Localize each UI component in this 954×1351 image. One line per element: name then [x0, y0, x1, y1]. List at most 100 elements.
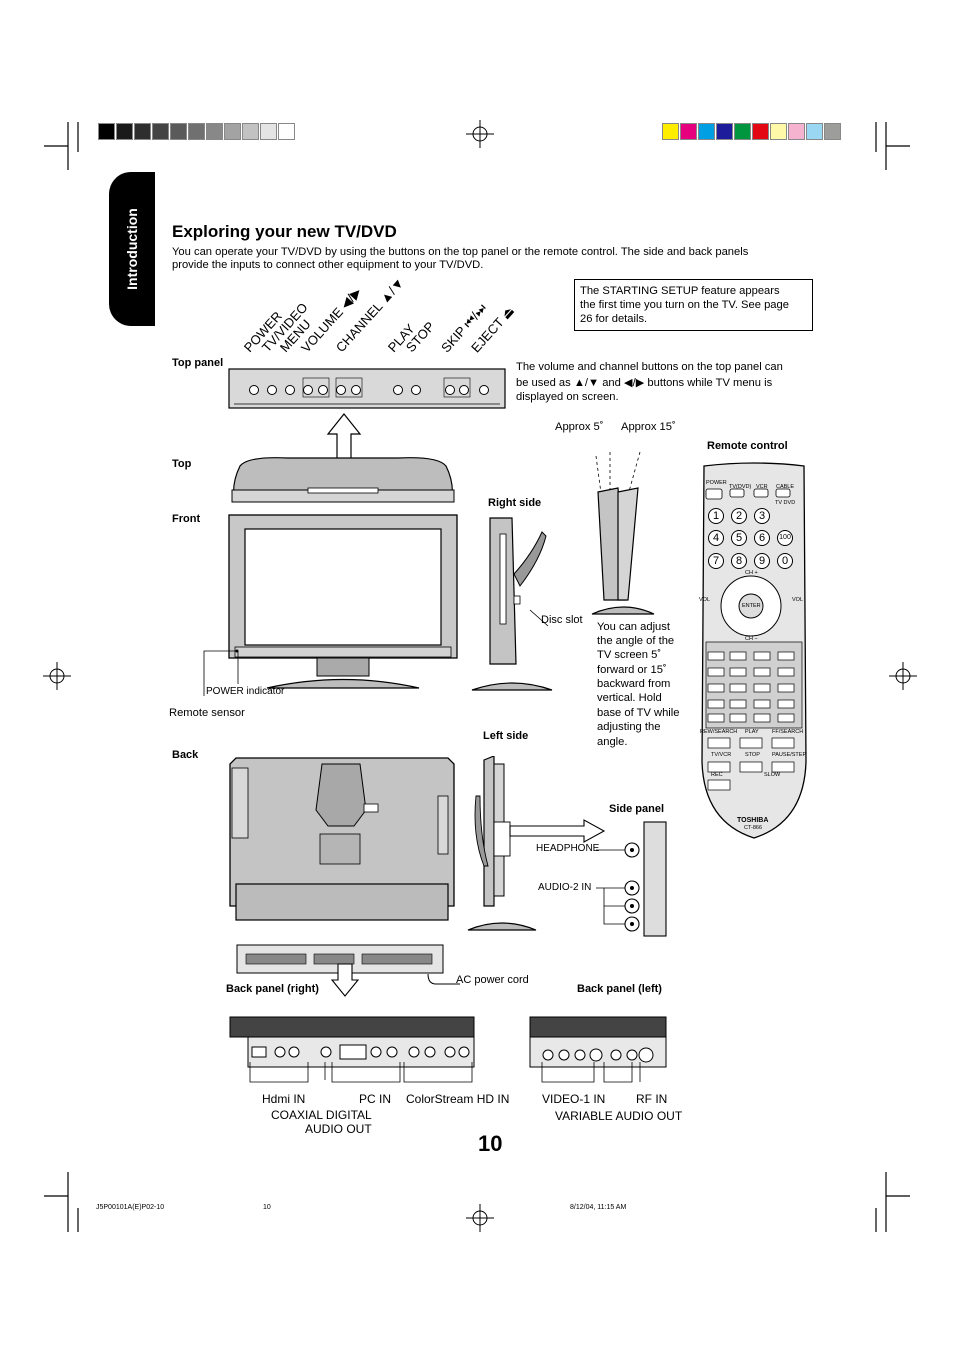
remote-control-label: Remote control	[707, 440, 788, 452]
arrow-to-back-panel	[330, 963, 360, 997]
back-panel-left-label: Back panel (left)	[577, 983, 662, 995]
remote-digit-0[interactable]: 0	[777, 553, 793, 569]
top-panel-note-2: be used as ▲/▼ and ◀/▶ buttons while TV …	[516, 377, 773, 389]
back-view-label: Back	[172, 749, 199, 761]
power-indicator-label: POWER indicator	[206, 686, 285, 697]
process-bar-swatch	[662, 123, 679, 140]
right-side-label: Right side	[488, 497, 542, 509]
intro-line-1: You can operate your TV/DVD by using the…	[172, 246, 749, 258]
remote-digit-2[interactable]: 2	[731, 508, 747, 524]
top-view-label: Top	[172, 458, 192, 470]
ac-power-cord-label: AC power cord	[456, 974, 529, 986]
remote-model: CT-866	[744, 825, 763, 831]
angle-note-4: backward from	[597, 678, 671, 690]
page-heading: Exploring your new TV/DVD	[172, 222, 397, 241]
angle-note-2: TV screen 5˚	[597, 649, 662, 661]
side-panel-drawing	[596, 821, 667, 937]
registration-target-top	[466, 120, 494, 148]
note-line-3: 26 for details.	[580, 313, 648, 325]
note-box	[574, 279, 813, 331]
remote-tvdvd2-label: TV DVD	[775, 500, 796, 506]
pc-in-label: PC IN	[359, 1092, 392, 1106]
gray-bar-swatch	[134, 123, 151, 140]
hdmi-in-label: Hdmi IN	[262, 1092, 306, 1106]
gray-bar-swatch	[242, 123, 259, 140]
remote-stop-label: STOP	[745, 752, 760, 758]
top-panel-label: Top panel	[172, 357, 224, 369]
angle-note-7: adjusting the	[597, 721, 661, 733]
remote-digit-9[interactable]: 9	[754, 553, 770, 569]
angle-note-6: base of TV while	[597, 707, 680, 719]
remote-vol-minus: VOL	[699, 597, 711, 603]
remote-play-label: PLAY	[745, 729, 759, 735]
angle-note-0: You can adjust	[597, 621, 670, 633]
tv-front-view	[228, 514, 458, 689]
gray-bar-swatch	[152, 123, 169, 140]
arrow-to-side-panel	[509, 819, 606, 843]
disc-slot-label: Disc slot	[541, 614, 583, 626]
back-panel-left-drawing	[529, 1016, 667, 1068]
remote-digit-4[interactable]: 4	[708, 530, 724, 546]
tv-back-view	[229, 757, 455, 921]
process-bar-swatch	[716, 123, 733, 140]
process-bar-swatch	[788, 123, 805, 140]
remote-digit-1[interactable]: 1	[708, 508, 724, 524]
page-number: 10	[478, 1131, 503, 1156]
process-bar-swatch	[824, 123, 841, 140]
remote-ch-plus: CH +	[745, 570, 758, 576]
variable-audio-label: VARIABLE AUDIO OUT	[555, 1109, 683, 1123]
remote-enter[interactable]: ENTER	[742, 603, 761, 609]
intro-line-2: provide the inputs to connect other equi…	[172, 259, 484, 271]
tv-right-side-view	[471, 517, 553, 691]
ac-cord-line	[427, 973, 460, 985]
gray-bar-swatch	[278, 123, 295, 140]
angle-note-1: the angle of the	[597, 635, 675, 647]
remote-power-label: POWER	[706, 480, 727, 486]
tv-left-side-view	[467, 756, 537, 931]
process-bar-swatch	[698, 123, 715, 140]
remote-100[interactable]: 100	[777, 530, 793, 546]
colorstream-label: ColorStream HD IN	[406, 1092, 510, 1106]
front-view-label: Front	[172, 513, 201, 525]
remote-ff-label: FF/SEARCH	[772, 729, 804, 735]
gray-bar-swatch	[206, 123, 223, 140]
remote-slow-label: SLOW	[764, 772, 781, 778]
gray-bar-swatch	[260, 123, 277, 140]
remote-digit-7[interactable]: 7	[708, 553, 724, 569]
tv-tilt-illustration	[591, 451, 655, 615]
remote-tvdvd-label: TV(DVD)	[729, 484, 752, 490]
section-tab	[109, 172, 155, 326]
registration-target-right	[889, 662, 917, 690]
remote-tvvcr-label: TV/VCR	[711, 752, 732, 758]
section-tab-label: Introduction	[124, 208, 140, 290]
process-bar-swatch	[770, 123, 787, 140]
gray-bar-swatch	[116, 123, 133, 140]
remote-digit-5[interactable]: 5	[731, 530, 747, 546]
video1-in-label: VIDEO-1 IN	[542, 1092, 606, 1106]
note-line-1: The STARTING SETUP feature appears	[580, 285, 780, 297]
tv-top-view	[231, 457, 455, 503]
approx-15-label: Approx 15˚	[621, 421, 676, 433]
remote-digit-8[interactable]: 8	[731, 553, 747, 569]
left-side-label: Left side	[483, 730, 529, 742]
remote-digit-3[interactable]: 3	[754, 508, 770, 524]
back-panel-right-label: Back panel (right)	[226, 983, 319, 995]
rf-in-label: RF IN	[636, 1092, 668, 1106]
remote-brand: TOSHIBA	[737, 817, 769, 824]
process-bar-swatch	[752, 123, 769, 140]
footer-left: J5P00101A(E)P02-10	[96, 1204, 165, 1211]
footer-right: 8/12/04, 11:15 AM	[570, 1204, 627, 1211]
footer-center: 10	[263, 1204, 271, 1211]
gray-bar-swatch	[98, 123, 115, 140]
coaxial-label-1: COAXIAL DIGITAL	[271, 1108, 372, 1122]
front-callout-lines	[203, 650, 239, 696]
top-panel-note-1: The volume and channel buttons on the to…	[516, 361, 783, 373]
back-panel-right-drawing	[229, 1016, 475, 1068]
remote-digit-6[interactable]: 6	[754, 530, 770, 546]
registration-target-left	[43, 662, 71, 690]
remote-vcr-label: VCR	[756, 484, 768, 490]
note-line-2: the first time you turn on the TV. See p…	[580, 299, 789, 311]
headphone-label: HEADPHONE	[536, 843, 600, 854]
remote-vol-plus: VOL	[792, 597, 804, 603]
